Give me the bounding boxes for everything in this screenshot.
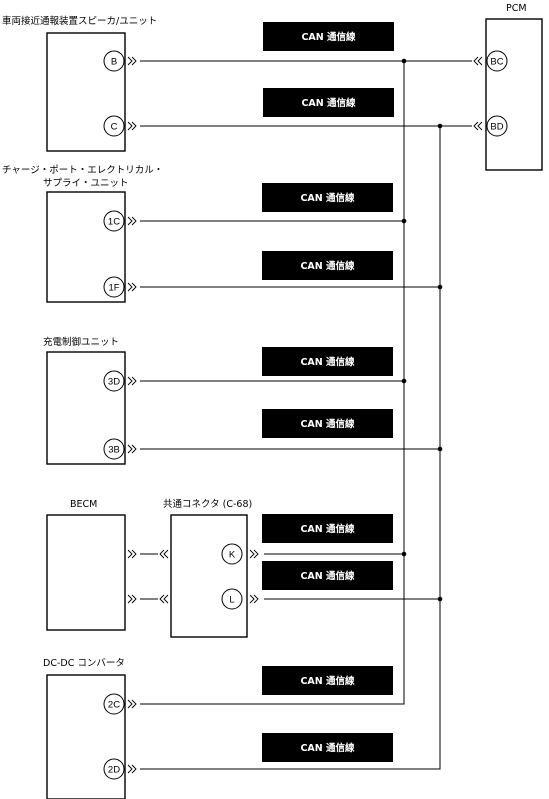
pin-label-3b: 3B — [108, 445, 120, 456]
splice-dot — [437, 284, 443, 290]
pin-label-2c: 2C — [108, 700, 120, 711]
chevron-right-icon — [127, 282, 137, 292]
splice-points — [401, 58, 443, 602]
can-label-text: CAN 通信線 — [300, 742, 355, 754]
splice-dot — [437, 123, 443, 129]
chevron-right-icon — [249, 549, 259, 559]
pcm-box — [485, 18, 543, 171]
can-label-box — [263, 88, 394, 117]
splice-dot — [401, 218, 407, 224]
pin-label-bc: BC — [490, 57, 503, 68]
can-labels: CAN 通信線 CAN 通信線 CAN 通信線 CAN 通信線 CAN 通信線 … — [262, 22, 394, 762]
can-label-text: CAN 通信線 — [300, 192, 355, 204]
pin-circle — [103, 438, 125, 460]
pcm-label: PCM — [506, 3, 527, 14]
pin-label-1c: 1C — [108, 217, 120, 228]
can-label-box — [262, 183, 393, 212]
pin-circle — [103, 50, 125, 72]
pin-label-2d: 2D — [108, 765, 120, 776]
pin-label-c: C — [111, 122, 118, 133]
pin-circles: B C BC BD 1C 1F 3D 3B K L 2C 2D — [103, 50, 508, 780]
chevron-right-icon — [127, 594, 137, 604]
chevron-left-icon — [159, 549, 169, 559]
charge-port-label-line1: チャージ・ポート・エレクトリカル・ — [2, 165, 163, 176]
chevron-right-icon — [127, 549, 137, 559]
chevron-right-icon — [127, 444, 137, 454]
pin-circle — [103, 370, 125, 392]
chevron-right-icon — [127, 216, 137, 226]
can-label-text: CAN 通信線 — [300, 356, 355, 368]
charge-control-label: 充電制御ユニット — [43, 336, 119, 348]
joint-connector-box — [170, 514, 248, 638]
can-label-text: CAN 通信線 — [301, 31, 356, 43]
can-label-text: CAN 通信線 — [300, 570, 355, 582]
can-label-box — [262, 514, 393, 543]
can-label-box — [262, 733, 393, 762]
pin-label-k: K — [229, 550, 236, 561]
charge-port-label-line2: サプライ・ユニット — [43, 178, 129, 189]
speaker-unit-label: 車両接近通報装置スピーカ/ユニット — [2, 15, 157, 27]
splice-dot — [437, 596, 443, 602]
can-label-box — [262, 251, 393, 280]
pin-label-1f: 1F — [108, 283, 119, 294]
pin-circle — [486, 115, 508, 137]
splice-dot — [401, 551, 407, 557]
can-label-text: CAN 通信線 — [300, 418, 355, 430]
pin-circle — [103, 210, 125, 232]
connector-chevrons — [127, 56, 483, 774]
can-wires — [140, 60, 472, 770]
becm-label: BECM — [70, 499, 97, 510]
splice-dot — [401, 58, 407, 64]
pin-circle — [103, 758, 125, 780]
pin-circle — [103, 115, 125, 137]
pin-label-3d: 3D — [108, 377, 120, 388]
can-label-box — [263, 22, 394, 51]
pin-circle — [486, 50, 508, 72]
pin-label-bd: BD — [490, 122, 503, 133]
can-label-text: CAN 通信線 — [301, 97, 356, 109]
can-label-text: CAN 通信線 — [300, 260, 355, 272]
pin-circle — [221, 588, 243, 610]
pin-circle — [103, 693, 125, 715]
becm-box — [46, 514, 126, 631]
chevron-right-icon — [249, 594, 259, 604]
can-label-box — [262, 347, 393, 376]
pin-label-b: B — [111, 57, 117, 68]
chevron-left-icon — [473, 56, 483, 66]
chevron-right-icon — [127, 376, 137, 386]
splice-dot — [401, 378, 407, 384]
wire-2d-bus-low — [140, 126, 441, 770]
pin-circle — [103, 276, 125, 298]
can-label-box — [262, 409, 393, 438]
chevron-right-icon — [127, 764, 137, 774]
joint-connector-label: 共通コネクタ (C-68) — [163, 499, 252, 510]
can-label-text: CAN 通信線 — [300, 523, 355, 535]
chevron-right-icon — [127, 121, 137, 131]
pin-circle — [221, 543, 243, 565]
pin-label-l: L — [229, 595, 234, 606]
chevron-right-icon — [127, 699, 137, 709]
can-label-box — [262, 666, 393, 695]
can-label-box — [262, 561, 393, 590]
wire-2c-bus-high — [140, 61, 405, 705]
splice-dot — [437, 446, 443, 452]
chevron-left-icon — [159, 594, 169, 604]
chevron-left-icon — [473, 121, 483, 131]
chevron-right-icon — [127, 56, 137, 66]
dcdc-converter-label: DC-DC コンバータ — [43, 658, 125, 669]
can-label-text: CAN 通信線 — [300, 675, 355, 687]
